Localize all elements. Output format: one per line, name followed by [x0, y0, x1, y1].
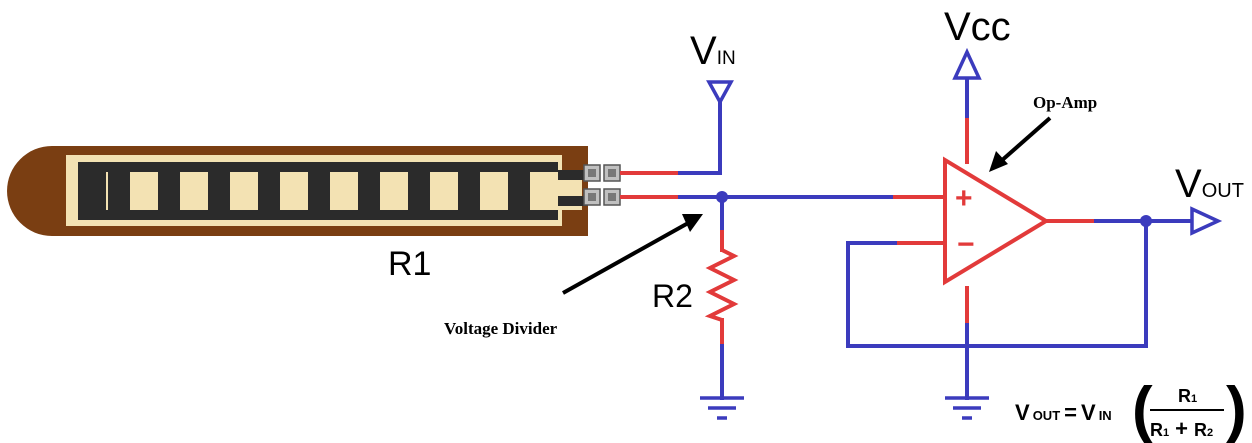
- r1-label: R1: [388, 245, 431, 283]
- voltage-divider-annotation: Voltage Divider: [444, 319, 558, 338]
- flex-sensor-finger: [258, 162, 280, 220]
- vin-terminal: [706, 80, 734, 106]
- vcc-label: Vcc: [944, 5, 1011, 49]
- voltage-divider-arrow: [562, 214, 703, 295]
- vin-label: VIN: [690, 29, 736, 73]
- op-amp-plus-sign: +: [955, 182, 973, 215]
- divider-junction-dot: [716, 191, 728, 203]
- ground-symbol-left: [700, 396, 744, 420]
- formula-vout-v: V: [1015, 400, 1030, 425]
- flex-sensor-connector-bottom: [583, 188, 621, 206]
- vcc-terminal: [952, 47, 982, 80]
- ground-symbol-right: [945, 396, 989, 420]
- svg-text:VOUT=VIN: VOUT=VIN: [1015, 400, 1112, 425]
- formula-right-paren: ): [1226, 375, 1247, 443]
- formula-vout-sub: OUT: [1033, 408, 1061, 423]
- flex-sensor-finger: [508, 162, 530, 220]
- flex-sensor: [7, 146, 621, 236]
- formula-denominator: R1+R2: [1150, 416, 1213, 441]
- flex-sensor-finger: [358, 162, 380, 220]
- flex-sensor-finger: [158, 162, 180, 220]
- wires: [620, 78, 1194, 400]
- formula-vin-sub: IN: [1099, 408, 1112, 423]
- vout-terminal: [1190, 206, 1223, 236]
- flex-sensor-connector-top: [583, 164, 621, 182]
- r2-label: R2: [652, 278, 693, 314]
- formula-numerator: R1: [1178, 386, 1197, 406]
- flex-sensor-finger: [108, 162, 130, 220]
- op-amp-arrow: [989, 116, 1052, 172]
- op-amp-minus-sign: −: [957, 228, 975, 261]
- vout-label: VOUT: [1175, 162, 1244, 206]
- flex-sensor-finger: [308, 162, 330, 220]
- formula-equals: =: [1064, 400, 1077, 425]
- flex-sensor-fingers: [108, 162, 530, 220]
- flex-sensor-finger: [408, 162, 430, 220]
- formula-vin-v: V: [1081, 400, 1096, 425]
- flex-sensor-finger: [208, 162, 230, 220]
- formula-left-paren: (: [1132, 375, 1153, 443]
- op-amp-annotation: Op-Amp: [1033, 93, 1097, 112]
- op-amp: [943, 156, 1050, 286]
- r2-resistor: [704, 248, 739, 322]
- flex-sensor-finger: [458, 162, 480, 220]
- output-junction-dot: [1140, 215, 1152, 227]
